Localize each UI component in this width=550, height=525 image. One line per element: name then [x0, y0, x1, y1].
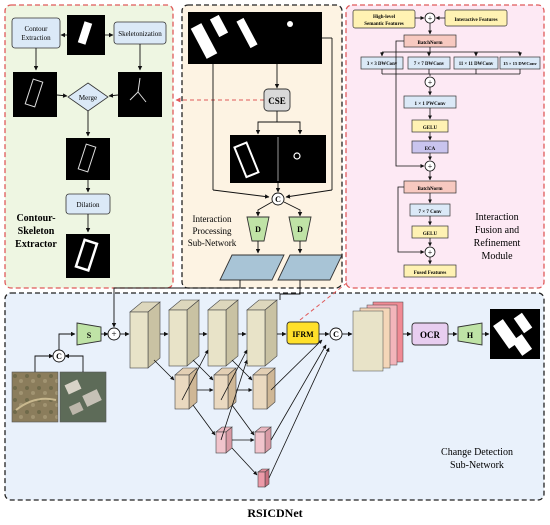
contour-panel-title-1: Contour- — [16, 213, 55, 224]
fused-features-box — [403, 264, 457, 278]
gelu-bottom-label: GELU — [423, 232, 438, 237]
fusion-plus-top: + — [428, 14, 433, 23]
contour-extraction-label-2: Extraction — [21, 34, 51, 42]
output-change-map — [490, 309, 540, 359]
input-image-before — [11, 371, 59, 423]
s-label: S — [87, 331, 92, 340]
high-level-features-box — [352, 9, 416, 29]
click-map-image — [262, 12, 322, 64]
branch-2-stage-2 — [213, 374, 229, 410]
ocr-label: OCR — [420, 330, 441, 340]
fusion-panel-title-3: Refinement — [474, 238, 521, 249]
backbone-stage-1 — [129, 311, 149, 369]
interaction-fusion-refinement-module: High-level Semantic Features + Interacti… — [352, 9, 541, 278]
high-level-label-2: Semantic Features — [364, 22, 404, 27]
skeletonization-label: Skeletonization — [118, 30, 162, 38]
change-detection-subnetwork: C S + — [11, 280, 540, 488]
fusion-plus-middle: + — [428, 78, 433, 87]
interaction-panel-title-3: Sub-Network — [188, 238, 237, 248]
backbone-stage-2 — [168, 309, 188, 367]
input-add-label: + — [111, 329, 116, 339]
fusion-panel-title-1: Interaction — [475, 212, 518, 223]
interaction-concat-label: C — [275, 195, 281, 204]
ifrm-to-module-link — [299, 281, 349, 321]
branch-2-stage-1 — [174, 374, 190, 410]
eca-label: ECA — [425, 147, 436, 152]
contour-panel-title-3: Extractor — [15, 239, 57, 250]
branch-3-stage-2 — [254, 431, 266, 454]
backbone-stage-4 — [246, 309, 266, 367]
fused-features-label: Fused Features — [414, 271, 447, 276]
high-level-label-1: High-level — [373, 15, 396, 20]
branch-3-stage-1 — [215, 431, 227, 454]
contour-extraction-label-1: Contour — [25, 25, 49, 33]
h-block — [457, 322, 483, 346]
fusion-plus-bottom: + — [428, 248, 433, 257]
output-concat-label: C — [333, 330, 339, 339]
d-left-label: D — [255, 225, 261, 234]
feature-plate-right — [277, 254, 343, 281]
s-block — [76, 322, 102, 346]
conv11-label: 11 × 11 DWConv — [459, 62, 494, 67]
feature-plate-left — [219, 254, 285, 281]
fusion-plus-residual: + — [428, 162, 433, 171]
h-label: H — [467, 331, 474, 340]
interaction-processing-subnetwork: CSE C D D Interaction Processing Sub-Net… — [188, 12, 343, 281]
ifrm-box — [286, 321, 320, 345]
pwconv-label: 1 × 1 PWConv — [414, 102, 446, 107]
interactive-features-label: Interactive Features — [454, 18, 497, 23]
gelu-top-label: GELU — [423, 126, 438, 131]
interaction-concat-node — [271, 192, 285, 206]
interaction-panel-title-2: Processing — [193, 226, 232, 236]
conv7-label: 7 × 7 DWConv — [414, 62, 445, 67]
cse-label: CSE — [268, 96, 286, 106]
fusion-panel-title-2: Fusion and — [475, 225, 519, 236]
contour-skeleton-extractor: Contour Extraction Skeletonization Merge… — [11, 15, 167, 278]
conv15-label: 15 × 15 DWConv — [503, 61, 537, 66]
contour-extraction-box — [11, 17, 61, 49]
branch-4-stage-1 — [257, 471, 266, 488]
input-concat-label: C — [56, 352, 62, 361]
rsicdnet-label: RSICDNet — [247, 506, 302, 520]
interaction-panel-title-1: Interaction — [193, 214, 232, 224]
ifrm-label: IFRM — [292, 330, 314, 339]
d-block-right — [288, 216, 312, 242]
multi-scale-exchange-lines — [153, 339, 330, 479]
change-panel-title-1: Change Detection — [441, 447, 513, 458]
contour-image — [13, 72, 57, 117]
change-panel-title-2: Sub-Network — [450, 460, 504, 471]
conv3-label: 3 × 3 DWConv — [367, 62, 398, 67]
backbone-stage-3 — [207, 309, 227, 367]
batchnorm-top-label: BatchNorm — [418, 41, 444, 46]
contour-panel-title-2: Skeleton — [18, 226, 55, 237]
batchnorm-bottom-label: BatchNorm — [418, 187, 444, 192]
d-right-label: D — [297, 225, 303, 234]
merge-label: Merge — [79, 94, 97, 102]
concat-feature-1 — [352, 310, 384, 372]
branch-2-stage-3 — [252, 374, 268, 410]
fusion-panel-title-4: Module — [481, 251, 513, 262]
d-block-left — [246, 216, 270, 242]
conv7-single-label: 7 × 7 Conv — [419, 210, 442, 215]
dilation-label: Dilation — [77, 201, 100, 209]
